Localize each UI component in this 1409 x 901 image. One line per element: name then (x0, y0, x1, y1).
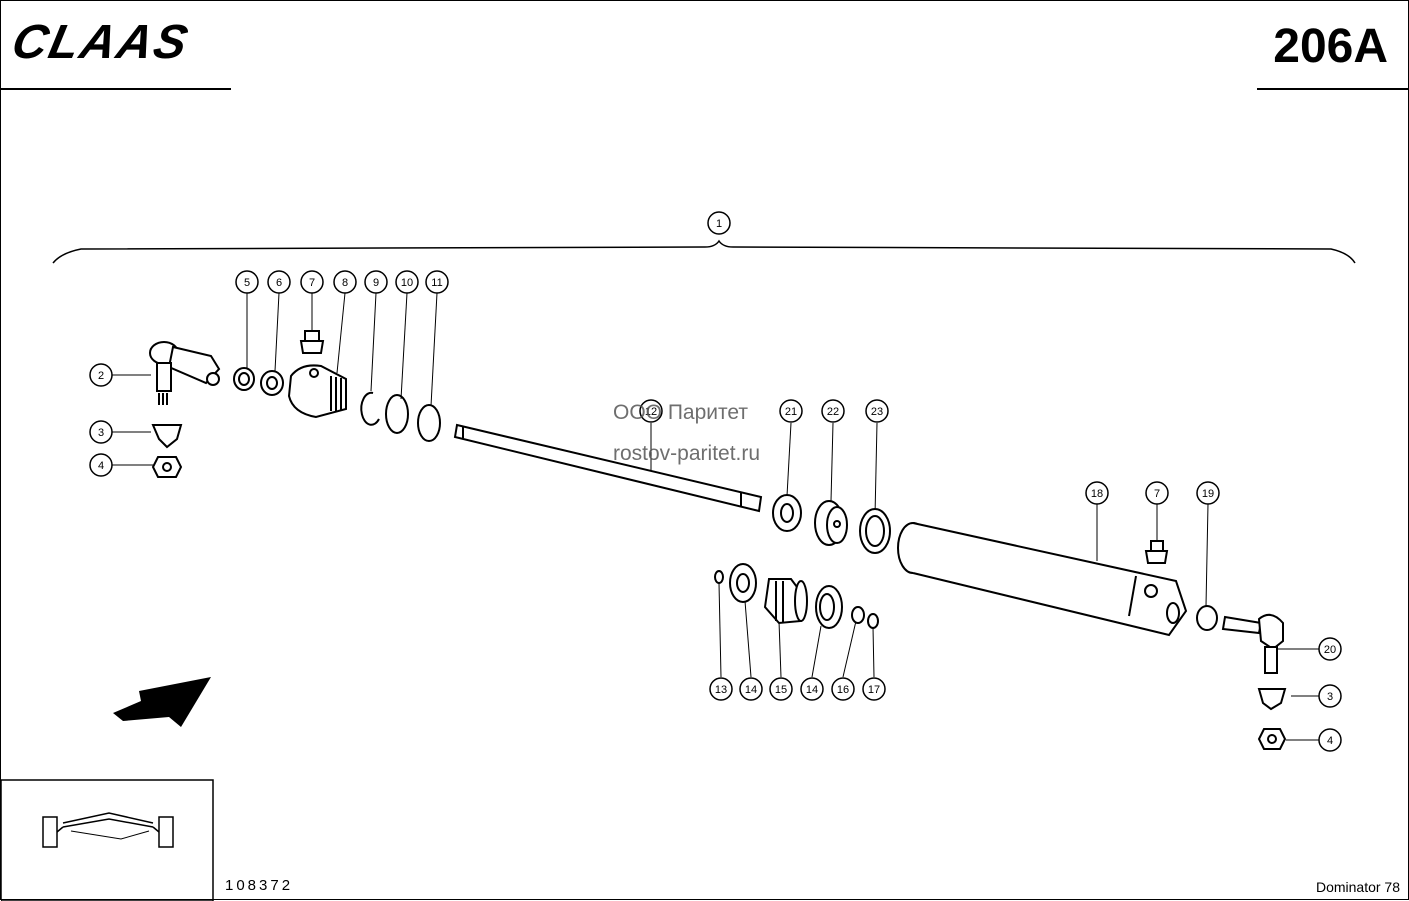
callout-6: 6 (267, 270, 291, 294)
callout-number: 1 (716, 218, 722, 230)
callout-23: 23 (865, 399, 889, 423)
callout-number: 10 (401, 277, 413, 289)
callout-number: 4 (1327, 735, 1333, 747)
callout-3: 3 (89, 420, 113, 444)
callout-number: 21 (785, 406, 797, 418)
callout-number: 3 (98, 427, 104, 439)
callout-12: 12 (639, 399, 663, 423)
callout-number: 2 (98, 370, 104, 382)
right-nut (1257, 728, 1287, 750)
left-tie-rod-end (149, 341, 221, 405)
callout-15: 15 (769, 677, 793, 701)
callout-14: 14 (739, 677, 763, 701)
assembly-bracket (52, 239, 1356, 264)
drawing-number: 108372 (225, 877, 294, 894)
callout-number: 11 (431, 277, 442, 289)
callout-number: 9 (373, 277, 379, 289)
watermark-url: rostov-paritet.ru (613, 442, 761, 465)
callout-17: 17 (862, 677, 886, 701)
callout-number: 16 (837, 684, 849, 696)
watermark-company: ООО Паритет (613, 401, 749, 424)
cylinder-head (287, 364, 347, 419)
callout-number: 12 (645, 406, 657, 418)
left-dust-boot (151, 424, 183, 449)
callout-7: 7 (300, 270, 324, 294)
brand-logo: CLAAS (7, 16, 195, 69)
callout-number: 20 (1324, 644, 1336, 656)
callout-number: 7 (309, 277, 315, 289)
callout-number: 15 (775, 684, 787, 696)
bushings-5-6 (233, 367, 284, 396)
piston-rod (453, 423, 763, 513)
callout-22: 22 (821, 399, 845, 423)
callout-16: 16 (831, 677, 855, 701)
right-dust-boot (1257, 688, 1287, 711)
callout-14: 14 (800, 677, 824, 701)
piston-parts-21-23 (772, 494, 891, 554)
callout-number: 7 (1154, 488, 1160, 500)
direction-arrow (113, 677, 211, 727)
callout-13: 13 (709, 677, 733, 701)
callout-number: 5 (244, 277, 250, 289)
model-name: Dominator 78 (1315, 879, 1400, 895)
piston-seal-kit-13-17 (714, 563, 879, 629)
grease-nipple-right (1144, 540, 1169, 564)
right-tie-rod-end (1196, 605, 1284, 674)
callout-1: 1 (707, 211, 731, 235)
callout-2: 2 (89, 363, 113, 387)
callout-number: 17 (868, 684, 880, 696)
callout-number: 4 (98, 460, 104, 472)
grease-nipple-left (299, 330, 325, 354)
callout-4: 4 (1318, 728, 1342, 752)
callout-number: 22 (827, 406, 839, 418)
sheet-number: 206A (1273, 20, 1388, 73)
callout-10: 10 (395, 270, 419, 294)
axle-inset (1, 779, 214, 901)
callout-number: 19 (1202, 488, 1214, 500)
callout-number: 13 (715, 684, 727, 696)
callout-20: 20 (1318, 637, 1342, 661)
callout-7: 7 (1145, 481, 1169, 505)
callout-5: 5 (235, 270, 259, 294)
callout-number: 14 (745, 684, 757, 696)
callout-number: 3 (1327, 691, 1333, 703)
callout-number: 6 (276, 277, 282, 289)
callout-21: 21 (779, 399, 803, 423)
callout-4: 4 (89, 453, 113, 477)
seal-rings-9-11 (360, 391, 441, 442)
callout-18: 18 (1085, 481, 1109, 505)
callout-19: 19 (1196, 481, 1220, 505)
callout-9: 9 (364, 270, 388, 294)
cylinder-barrel (897, 522, 1188, 637)
callout-11: 11 (425, 270, 449, 294)
leader-lines (112, 292, 1319, 741)
callout-number: 23 (871, 406, 883, 418)
callout-number: 8 (342, 277, 348, 289)
callout-number: 18 (1091, 488, 1103, 500)
callout-number: 14 (806, 684, 818, 696)
callout-3: 3 (1318, 684, 1342, 708)
callout-8: 8 (333, 270, 357, 294)
left-nut (151, 456, 183, 478)
